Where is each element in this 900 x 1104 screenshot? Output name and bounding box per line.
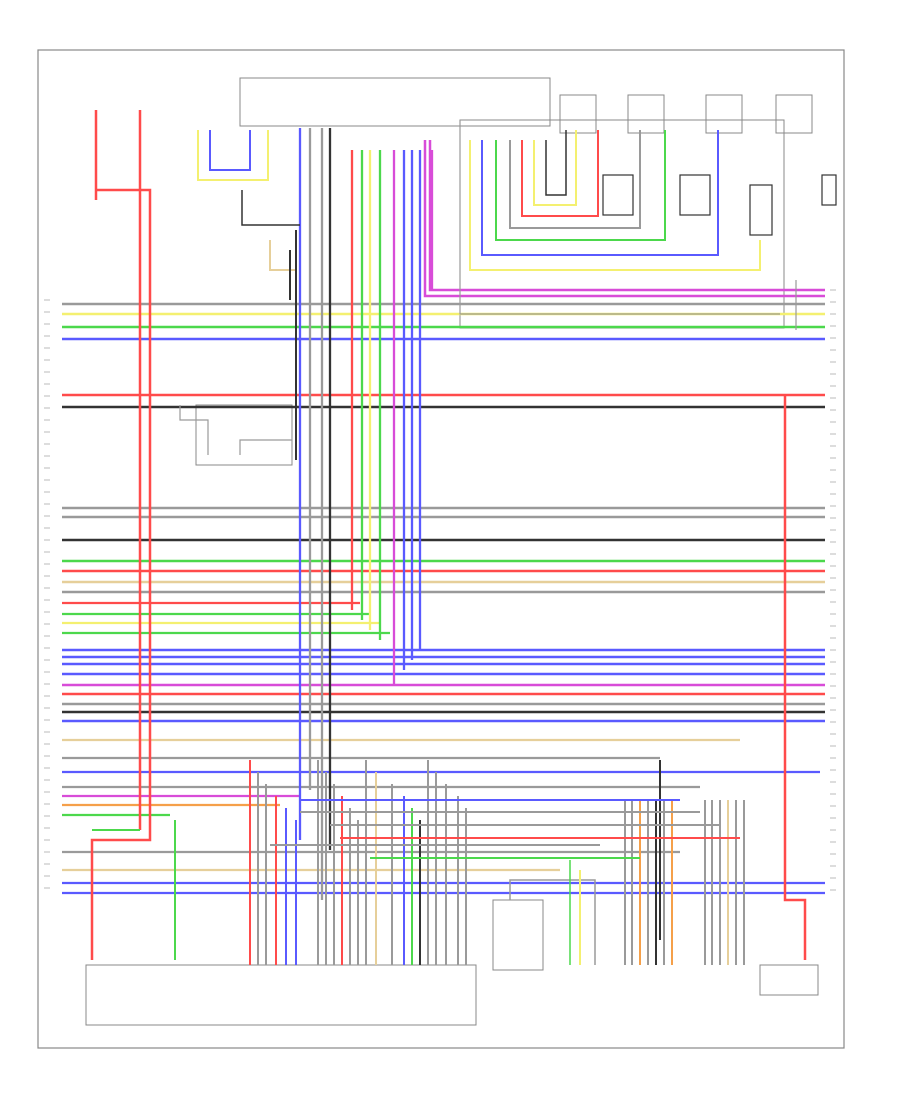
wire-path-134	[179, 405, 209, 455]
component-box-0	[37, 49, 845, 1049]
wire-path-135	[239, 439, 292, 455]
wire-path-75	[459, 120, 780, 315]
component-box-76	[602, 174, 634, 216]
wire-path-81	[209, 130, 251, 171]
wire-path-86	[783, 395, 807, 960]
component-box-78	[749, 184, 773, 236]
wire-path-66	[469, 140, 761, 271]
component-box-1	[239, 77, 551, 127]
wire-path-69	[509, 130, 641, 229]
component-box-6	[775, 94, 813, 134]
wire-path-72	[545, 130, 567, 196]
wire-path-71	[533, 130, 577, 206]
component-box-4	[627, 94, 665, 134]
component-box-9	[759, 964, 819, 996]
wire-path-68	[495, 130, 666, 241]
wire-path-70	[521, 130, 599, 217]
wire-path-74	[423, 140, 825, 298]
component-box-5	[705, 94, 743, 134]
wire-path-80	[197, 130, 269, 181]
component-box-10	[195, 404, 293, 466]
component-box-77	[679, 174, 711, 216]
wire-path-49	[90, 188, 152, 960]
component-box-8	[492, 899, 544, 971]
component-box-7	[85, 964, 477, 1026]
component-box-3	[559, 94, 597, 134]
component-box-79	[821, 174, 837, 206]
wire-path-67	[481, 130, 719, 256]
wire-path-83	[269, 240, 296, 271]
wire-path-73	[428, 140, 825, 292]
wire-path-82	[241, 190, 300, 226]
wire-path-124	[509, 879, 596, 965]
